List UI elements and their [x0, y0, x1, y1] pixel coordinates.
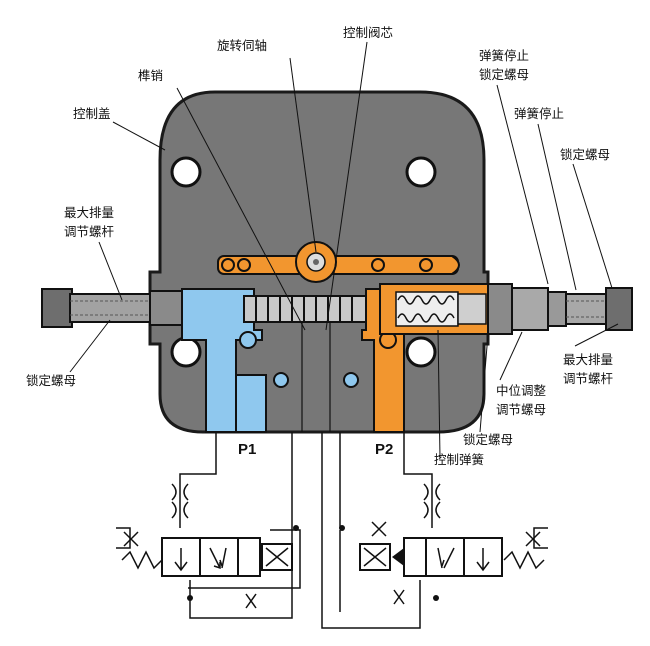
spring-symbol: [503, 550, 545, 570]
spring-symbol: [121, 550, 163, 570]
bolt-hole: [405, 156, 437, 188]
control-spool: [243, 295, 367, 323]
label-max-displacement-screw-left: 最大排量 调节螺杆: [64, 205, 115, 239]
label-spring-stop: 弹簧停止: [514, 106, 565, 121]
orifice-right: [423, 483, 441, 519]
solenoid-valve-p2: [339, 521, 548, 605]
leader-lines: [69, 41, 619, 459]
bolt-hole: [170, 336, 202, 368]
servo-shaft-link: [217, 241, 460, 283]
max-displacement-screw-left: [41, 288, 183, 328]
label-control-cover: 控制盖: [73, 106, 111, 121]
label-control-spool: 控制阀芯: [343, 25, 394, 40]
solenoid-valve-p1: [116, 525, 299, 609]
max-displacement-screw-right: [487, 283, 633, 335]
p1-fluid-chamber: [181, 288, 267, 433]
p2-fluid-chamber: [361, 283, 491, 433]
label-lock-nut-right-bottom: 锁定螺母: [463, 432, 514, 447]
orifice-left: [171, 483, 189, 519]
passage-port: [343, 372, 359, 388]
port-p2-label: P2: [375, 441, 394, 458]
label-spring-stop-lock-nut: 弹簧停止 锁定螺母: [479, 48, 530, 82]
bolt-hole: [405, 336, 437, 368]
label-pin: 榫销: [138, 68, 164, 83]
label-neutral-adjust-nut: 中位调整 调节螺母: [496, 383, 547, 417]
port-p1-label: P1: [238, 441, 257, 458]
bolt-hole: [170, 156, 202, 188]
passage-port: [273, 372, 289, 388]
label-lock-nut-left: 锁定螺母: [26, 373, 77, 388]
label-control-spring: 控制弹簧: [434, 452, 485, 467]
label-lock-nut-right-top: 锁定螺母: [560, 147, 611, 162]
label-servo-shaft: 旋转伺轴: [217, 38, 268, 53]
hydraulic-lines: [179, 432, 433, 629]
label-max-displacement-screw-right: 最大排量 调节螺杆: [563, 352, 614, 386]
control-spring: [397, 295, 455, 305]
